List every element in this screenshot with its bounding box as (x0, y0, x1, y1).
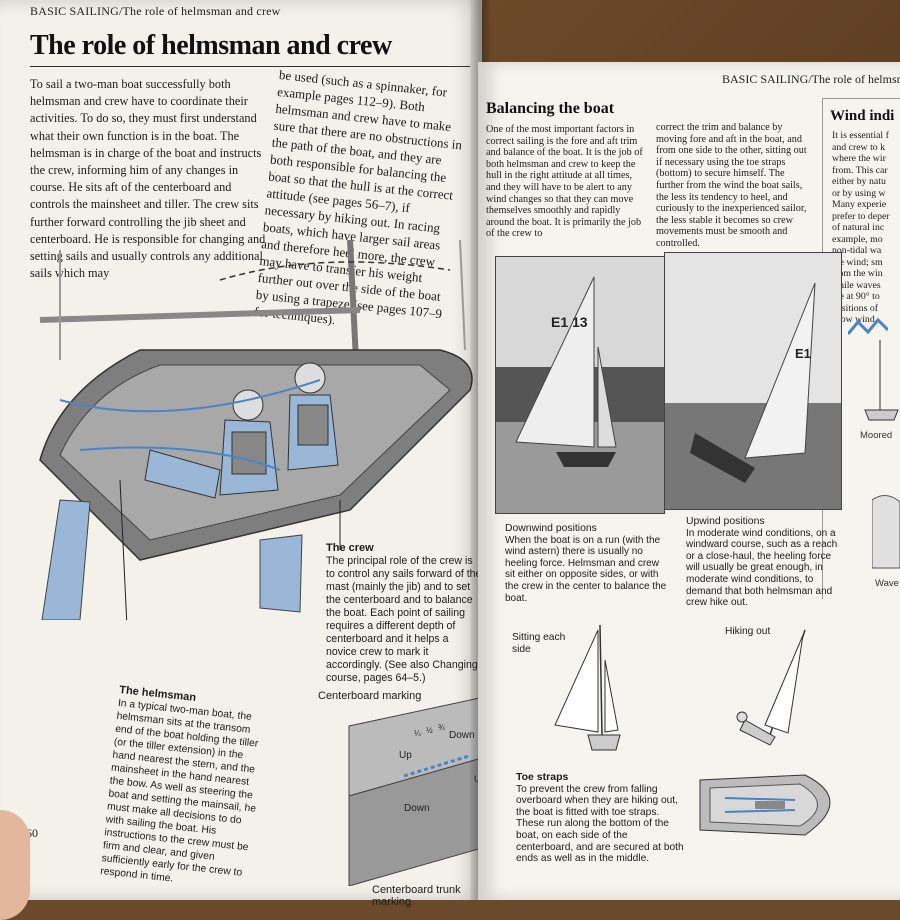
toe-straps-diagram (699, 774, 831, 836)
photo2-sail-number: E1 (795, 346, 811, 361)
wind-text-line: example, mo (832, 233, 883, 245)
left-page-header: BASIC SAILING/The role of helmsman and c… (30, 4, 281, 18)
helmsman-caption-body: In a typical two-man boat, the helmsman … (99, 697, 259, 885)
wind-text-line: from the win (832, 268, 883, 279)
upwind-body: In moderate wind conditions, on a windwa… (686, 527, 838, 609)
crew-caption: The crew The principal role of the crew … (326, 542, 482, 685)
photo1-sail-number: E1 13 (551, 314, 588, 330)
upwind-caption: Upwind positions In moderate wind condit… (686, 516, 846, 609)
cb-up-top: Up (399, 750, 412, 761)
helmsman-caption: The helmsman In a typical two-man boat, … (100, 684, 270, 894)
centerboard-trunk-marking-label: Centerboard trunk marking (372, 884, 461, 908)
section-title: Balancing the boat (486, 100, 615, 117)
wind-text-line: prefer to deper (832, 210, 890, 222)
moored-boat-icon (864, 340, 899, 421)
wind-text-line: are at 90° to (832, 291, 880, 302)
toe-straps-caption: Toe straps To prevent the crew from fall… (516, 771, 686, 865)
upwind-photo: E1 (664, 252, 842, 510)
body-column-1: One of the most important factors in cor… (486, 124, 643, 240)
cb-down-top: Down (449, 730, 475, 741)
title-rule (30, 66, 470, 67)
wind-text-line: Many experie (832, 199, 887, 210)
cb-fraction-half: ½ (426, 726, 433, 735)
wind-arrow-icon (848, 318, 888, 335)
wind-text-line: of natural inc (832, 222, 885, 233)
wind-text-line: and crew to k (832, 141, 886, 153)
wind-text-line: or by using w (832, 187, 886, 199)
cb-fraction-three-quarter: ¾ (438, 723, 445, 732)
wind-text-line: while waves (832, 279, 881, 291)
crew-caption-body: The principal role of the crew is to con… (326, 555, 482, 684)
wind-text-line: It is essential f (832, 130, 889, 141)
finger (0, 810, 30, 920)
downwind-caption: Downwind positions When the boat is on a… (505, 523, 667, 604)
toe-straps-title: Toe straps (516, 771, 569, 783)
downwind-photo: E1 13 (495, 256, 665, 514)
wind-text-line: from. This car (832, 164, 888, 176)
cb-fraction-quarter: ¼ (414, 729, 421, 738)
hiking-out-diagram (736, 629, 806, 746)
centerboard-marking-label: Centerboard marking (318, 690, 422, 702)
moored-label: Moored (860, 430, 893, 441)
wind-text-line: either by natu (832, 176, 886, 187)
crew-caption-title: The crew (326, 542, 374, 554)
right-page-header: BASIC SAILING/The role of helmsman (722, 72, 900, 86)
hiking-out-label: Hiking out (725, 626, 771, 637)
sitting-each-side-label: Sitting each side (512, 632, 566, 655)
wind-text-line: non-tidal wa (832, 245, 882, 256)
upwind-title: Upwind positions (686, 516, 765, 527)
dinghy-illustration (39, 240, 473, 620)
wind-text-line: show wind (832, 314, 875, 325)
waves-label: Wave (875, 578, 899, 589)
toe-straps-body: To prevent the crew from falling overboa… (516, 783, 684, 865)
wind-text-line: where the wir (832, 153, 886, 164)
intro-column-1: To sail a two-man boat successfully both… (30, 77, 266, 281)
waves-illustration (872, 495, 900, 569)
left-page: BASIC SAILING/The role of helmsman and c… (0, 0, 490, 908)
downwind-title: Downwind positions (505, 523, 597, 534)
wind-text-line: the wind; sm (832, 256, 883, 268)
cb-down-bottom: Down (404, 803, 430, 814)
wind-sidebar-title: Wind indi (830, 108, 895, 124)
page-title: The role of helmsman and crew (30, 30, 392, 61)
body-column-2: correct the trim and balance by moving f… (656, 122, 807, 249)
wind-text-line: positions of (832, 302, 878, 314)
downwind-body: When the boat is on a run (with the wind… (505, 534, 667, 604)
sitting-each-side-diagram (554, 624, 621, 751)
